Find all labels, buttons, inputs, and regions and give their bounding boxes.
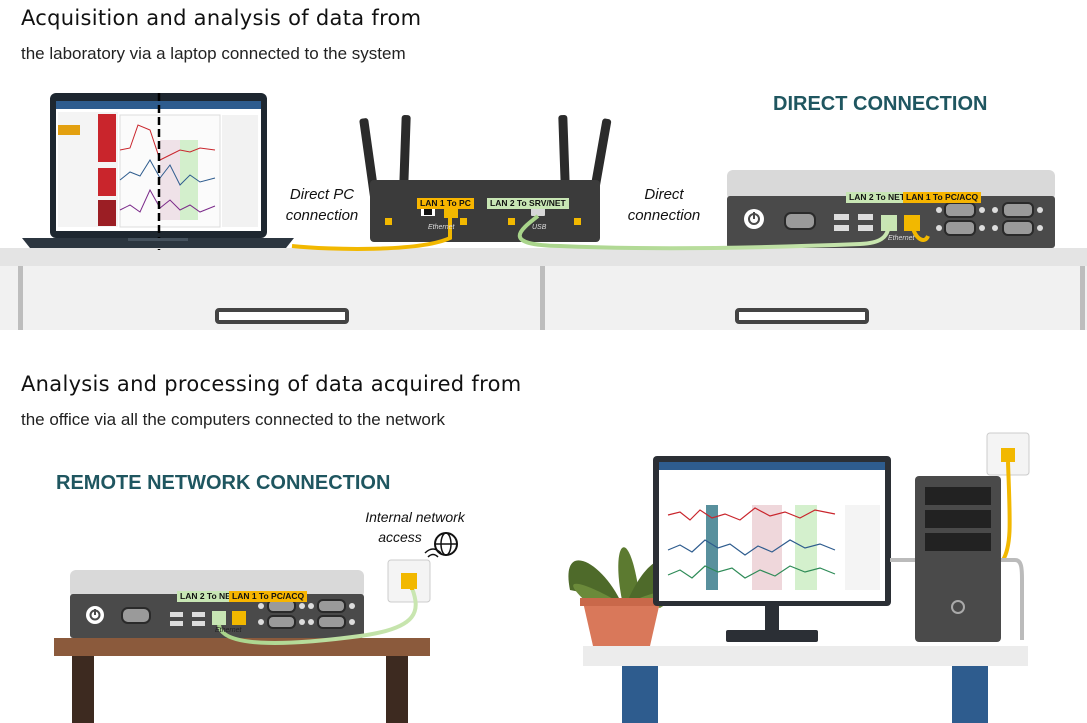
device-direct-lan2-label: LAN 2 To NET	[846, 185, 909, 204]
direct-connection-note: Direct connection	[612, 184, 716, 226]
note-line-2: connection	[627, 207, 701, 224]
cable-router-device	[517, 214, 891, 251]
cable-remote-socket	[217, 587, 418, 645]
cable-pc-socket	[1001, 461, 1012, 562]
note-line-1: Direct PC	[289, 186, 355, 203]
router-ethernet-label: Ethernet	[428, 224, 455, 231]
lab-bench	[0, 248, 1087, 330]
office-desk	[583, 646, 1028, 723]
device-lan2-tag: LAN 2 To NET	[846, 192, 909, 203]
router-lan1-label: LAN 1 To PC	[417, 191, 474, 210]
wooden-table	[54, 638, 430, 723]
cable-device-loop	[910, 223, 930, 242]
cable-pc-monitor	[890, 558, 1024, 640]
note-line-1: Direct	[644, 186, 684, 203]
note-line-1: Internal network	[365, 509, 465, 525]
note-line-2: access	[378, 529, 422, 545]
note-line-2: connection	[285, 207, 359, 224]
monitor	[653, 456, 891, 642]
laptop	[22, 93, 294, 250]
wall-socket-left	[387, 559, 431, 603]
device-remote-lan1-label: LAN 1 To PC/ACQ	[229, 584, 308, 603]
device-remote-ethernet-label: Ethernet	[215, 627, 242, 634]
pc-tower	[915, 476, 1001, 642]
globe-network-icon	[424, 532, 458, 558]
device-lan1-tag: LAN 1 To PC/ACQ	[229, 591, 308, 602]
router	[359, 114, 612, 242]
router-lan2-label: LAN 2 To SRV/NET	[487, 191, 569, 210]
section2-subtitle: the office via all the computers connect…	[21, 410, 445, 429]
router-usb-label: USB	[532, 224, 547, 231]
device-direct-lan1-label: LAN 1 To PC/ACQ	[903, 185, 982, 204]
remote-connection-title: REMOTE NETWORK CONNECTION	[56, 472, 391, 494]
device-lan2-tag: LAN 2 To NET	[177, 591, 240, 602]
internal-network-note: Internal network access	[352, 507, 478, 547]
section2-title: Analysis and processing of data acquired…	[21, 372, 522, 396]
cable-laptop-router	[291, 216, 452, 251]
device-direct-ethernet-label: Ethernet	[888, 235, 915, 242]
router-lan1-tag: LAN 1 To PC	[417, 198, 474, 209]
acq-device-remote	[70, 570, 364, 638]
device-lan1-tag: LAN 1 To PC/ACQ	[903, 192, 982, 203]
device-remote-lan2-label: LAN 2 To NET	[177, 584, 240, 603]
router-lan2-tag: LAN 2 To SRV/NET	[487, 198, 569, 209]
direct-connection-title: DIRECT CONNECTION	[773, 93, 988, 115]
direct-pc-connection-note: Direct PC connection	[270, 184, 374, 226]
section1-subtitle: the laboratory via a laptop connected to…	[21, 44, 406, 63]
section1-title: Acquisition and analysis of data from	[21, 6, 422, 30]
